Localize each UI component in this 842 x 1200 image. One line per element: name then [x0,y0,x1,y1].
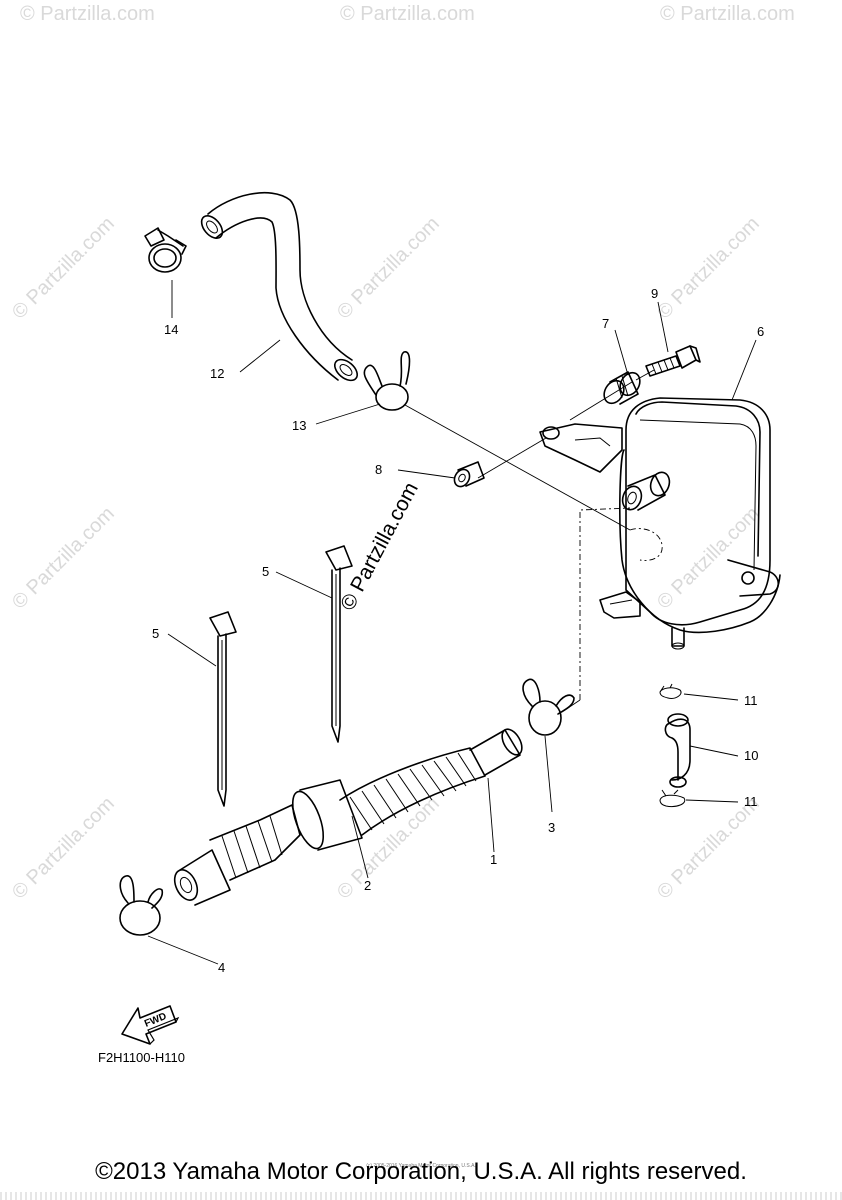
footer-small-print: (c) 2005-2016 Yamaha Motor Corporation, … [366,1163,476,1169]
watermark: © Partzilla.com [333,213,444,324]
part-13-clip [363,351,411,411]
watermark: © Partzilla.com [8,503,119,614]
watermark: © Partzilla.com [653,213,764,324]
part-10-hose [664,713,691,788]
assembly-lines [404,369,655,713]
callout-14: 14 [164,322,178,337]
callout-5-right: 5 [262,564,269,579]
watermark: © Partzilla.com [8,213,119,324]
part-11-clamp-lower [659,789,686,807]
callout-4: 4 [218,960,225,975]
callout-11-upper: 11 [744,693,758,708]
watermark-layer: © Partzilla.com © Partzilla.com © Partzi… [8,3,795,904]
part-3-clip [522,678,575,736]
watermark: © Partzilla.com [333,793,444,904]
callout-12: 12 [210,366,224,381]
watermark: © Partzilla.com [8,793,119,904]
callout-labels: 1 2 3 4 5 5 6 7 8 9 10 11 11 12 13 14 [152,286,764,975]
part-14-clamp [144,227,187,273]
bottom-edge-decoration [0,1192,842,1200]
watermark: © Partzilla.com [20,3,155,25]
part-8-collar [453,461,485,488]
watermark: © Partzilla.com [660,3,795,25]
part-4-clip [119,875,164,936]
callout-13: 13 [292,418,306,433]
callout-6: 6 [757,324,764,339]
callout-2: 2 [364,878,371,893]
callout-leaders [147,280,757,965]
callout-3: 3 [548,820,555,835]
watermark: © Partzilla.com [340,3,475,25]
callout-5-left: 5 [152,626,159,641]
callout-11-lower: 11 [744,794,758,809]
center-watermark: © Partzilla.com [336,479,423,615]
part-9-bolt [645,345,701,377]
callout-10: 10 [744,748,758,763]
callout-7: 7 [602,316,609,331]
part-5-tie-left [209,611,237,807]
footer-copyright: ©2013 Yamaha Motor Corporation, U.S.A. A… [95,1158,747,1185]
watermark: © Partzilla.com [653,503,764,614]
watermark: © Partzilla.com [653,793,764,904]
callout-9: 9 [651,286,658,301]
part-12-hose [200,192,359,382]
callout-1: 1 [490,852,497,867]
part-7-grommet [603,371,641,405]
diagram-code: F2H1100-H110 [98,1050,185,1065]
part-11-clamp-upper [659,683,682,699]
part-1-2-hoses [173,728,523,906]
fwd-arrow-icon: FWD [121,1005,180,1045]
part-5-tie-right [325,545,353,743]
callout-8: 8 [375,462,382,477]
